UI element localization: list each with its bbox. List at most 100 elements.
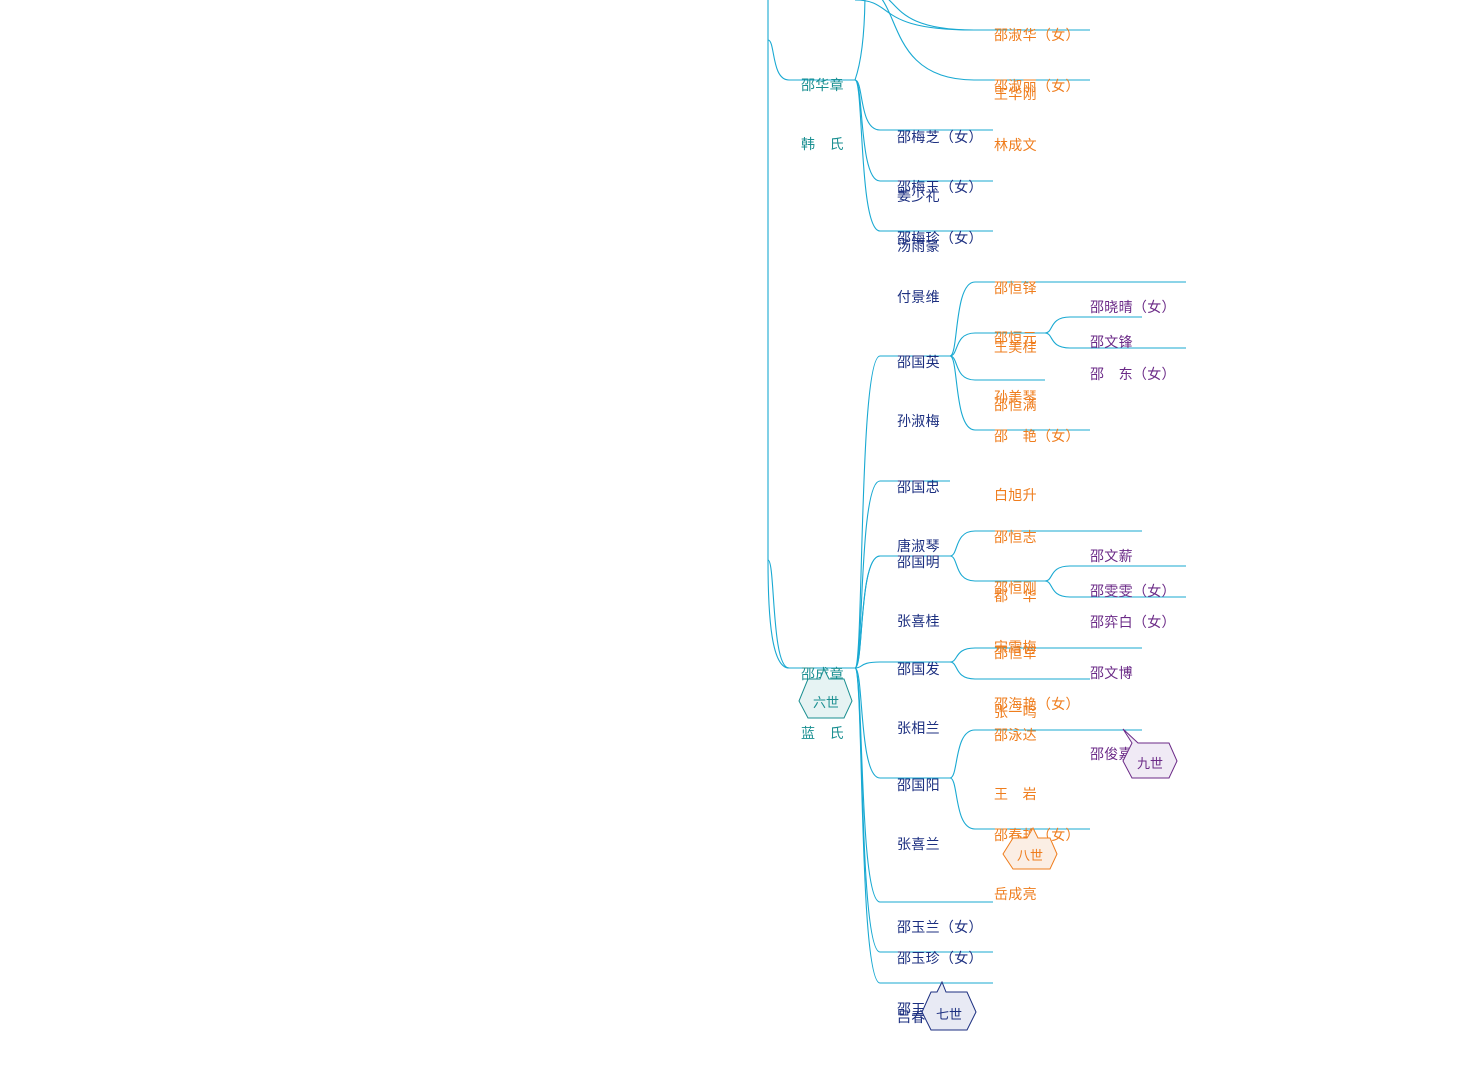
node-shao-junjia[interactable]: 邵俊嘉 [1090, 707, 1133, 805]
node-line: 邵淑华（女） [994, 28, 1080, 44]
node-shao-shuli[interactable]: 邵淑丽（女） 林成文 [994, 39, 1080, 195]
node-shao-yulan[interactable]: 邵玉兰（女） [897, 880, 983, 978]
node-line: 邵恒志 [994, 530, 1037, 546]
node-line: 张一鸣 [994, 704, 1037, 721]
connector-line [854, 661, 950, 669]
connector-line [949, 281, 1045, 357]
node-shao-meiyu[interactable]: 邵梅玉（女） 汤雨豪 [897, 140, 983, 296]
connector-line [1044, 332, 1186, 349]
node-line: 孙淑梅 [897, 413, 940, 430]
node-line: 张相兰 [897, 720, 940, 737]
hexagon-callout-icon [798, 668, 853, 719]
node-line: 邵 艳（女） [994, 429, 1080, 445]
node-shao-shuhua[interactable]: 邵淑华（女） 王华刚 [994, 0, 1080, 144]
connector-line [949, 355, 1090, 431]
node-shao-wenbo[interactable]: 邵文博 [1090, 626, 1133, 724]
node-shao-yongda[interactable]: 邵泳达 王 岩 [994, 688, 1037, 844]
node-line: 邵国忠 [897, 480, 940, 496]
node-shao-xiaoqing[interactable]: 邵晓晴（女） [1090, 260, 1176, 358]
connector-line [854, 79, 993, 131]
node-line: 邵文薪 [1090, 549, 1133, 565]
node-line: 邵华章 [801, 78, 844, 94]
node-line: 邵俊嘉 [1090, 747, 1133, 763]
node-line: 邵恒元 [994, 331, 1037, 347]
connector-line [1044, 565, 1186, 582]
node-shao-meizhi[interactable]: 邵梅芝（女） 姜少礼 [897, 90, 983, 246]
connector-line [854, 355, 950, 669]
node-line: 邵恒满 [994, 398, 1037, 414]
node-line: 邵晓晴（女） [1090, 300, 1176, 316]
connector-line [949, 729, 1045, 779]
hexagon-callout-icon [1122, 728, 1178, 779]
generation-label: 六世 [812, 696, 839, 711]
node-line: 王华刚 [994, 86, 1037, 103]
node-line: 邵梅玉（女） [897, 180, 983, 196]
connector-line [949, 530, 1045, 557]
node-shao-yibai[interactable]: 邵弈白（女） [1090, 575, 1176, 673]
node-shao-wenxin[interactable]: 邵文薪 [1090, 509, 1133, 607]
node-line: 白旭升 [994, 487, 1037, 504]
node-line: 韩 氏 [801, 136, 844, 153]
node-shao-wenfeng[interactable]: 邵文锋 [1090, 295, 1133, 393]
node-shao-henggang[interactable]: 邵恒刚 宋雪梅 [994, 541, 1037, 697]
node-shao-dong[interactable]: 邵 东（女） [1090, 327, 1176, 425]
node-line: 林成文 [994, 137, 1037, 154]
node-shao-wenwen[interactable]: 邵雯雯（女） [1090, 544, 1176, 642]
connector-line [949, 355, 1045, 381]
connector-line [949, 332, 1045, 357]
node-shao-guoying[interactable]: 邵国英 孙淑梅 [897, 315, 940, 471]
node-line: 邵 东（女） [1090, 367, 1176, 383]
node-shao-hengjun[interactable]: 邵恒军 张一鸣 [994, 606, 1037, 762]
node-line: 张喜桂 [897, 613, 940, 630]
node-shao-guofa[interactable]: 邵国发 张相兰 [897, 622, 940, 778]
node-line: 邵雯雯（女） [1090, 584, 1176, 600]
node-shao-hengzhi[interactable]: 邵恒志 都 华 [994, 490, 1037, 646]
connector-line [949, 661, 1090, 680]
connector-line [767, 559, 855, 669]
node-line: 都 华 [994, 588, 1037, 605]
node-line: 张喜兰 [897, 836, 940, 853]
node-line: 邵海艳（女） [994, 697, 1080, 713]
node-line: 邵梅珍（女） [897, 231, 983, 247]
node-line: 宋雪梅 [994, 639, 1037, 656]
connector-line [854, 667, 993, 984]
connector-line [881, 0, 1090, 81]
node-shao-haiyan[interactable]: 邵海艳（女） [994, 657, 1080, 755]
hexagon-callout-icon [1002, 826, 1058, 870]
node-line: 邵文博 [1090, 666, 1133, 682]
node-shao-huazhang[interactable]: 邵华章 韩 氏 [801, 38, 844, 194]
connector-line [767, 559, 790, 669]
node-shao-guoming[interactable]: 邵国明 张喜桂 [897, 515, 940, 671]
node-line: 蓝 氏 [801, 725, 844, 742]
node-line: 邵恒军 [994, 646, 1037, 662]
hexagon-callout-icon [921, 981, 977, 1031]
node-shao-guoyang[interactable]: 邵国阳 张喜兰 [897, 738, 940, 894]
node-shao-hengyuan[interactable]: 邵恒元 孙美琴 [994, 291, 1037, 447]
connector-line [854, 0, 866, 81]
generation-tag-8: 八世 [1001, 826, 1059, 872]
node-line: 汤雨豪 [897, 238, 940, 255]
generation-label: 八世 [1016, 849, 1043, 864]
node-line: 邵玉兰（女） [897, 920, 983, 936]
node-line: 邵梅芝（女） [897, 130, 983, 146]
connector-line [949, 647, 1045, 663]
node-line: 邵国英 [897, 355, 940, 371]
connector-line [888, 0, 1090, 31]
node-shao-hengyi[interactable]: 邵恒铎 王美桂 [994, 241, 1037, 397]
node-shao-meizhen[interactable]: 邵梅珍（女） 付景维 [897, 191, 983, 347]
node-line: 邵淑丽（女） [994, 79, 1080, 95]
generation-tag-7: 七世 [920, 981, 978, 1033]
node-line: 付景维 [897, 289, 940, 306]
connector-line [854, 79, 993, 232]
node-line: 邵国发 [897, 662, 940, 678]
generation-label: 七世 [935, 1008, 962, 1023]
node-shao-hengman[interactable]: 邵恒满 [994, 358, 1037, 456]
node-line: 邵恒铎 [994, 281, 1037, 297]
node-line: 姜少礼 [897, 188, 940, 205]
node-shao-guozhong[interactable]: 邵国忠 唐淑琴 [897, 440, 940, 596]
connector-line [949, 777, 1090, 830]
node-line: 邵泳达 [994, 728, 1037, 744]
node-line: 王美桂 [994, 339, 1037, 356]
node-shao-yan[interactable]: 邵 艳（女） 白旭升 [994, 389, 1080, 545]
node-line: 邵国阳 [897, 778, 940, 794]
